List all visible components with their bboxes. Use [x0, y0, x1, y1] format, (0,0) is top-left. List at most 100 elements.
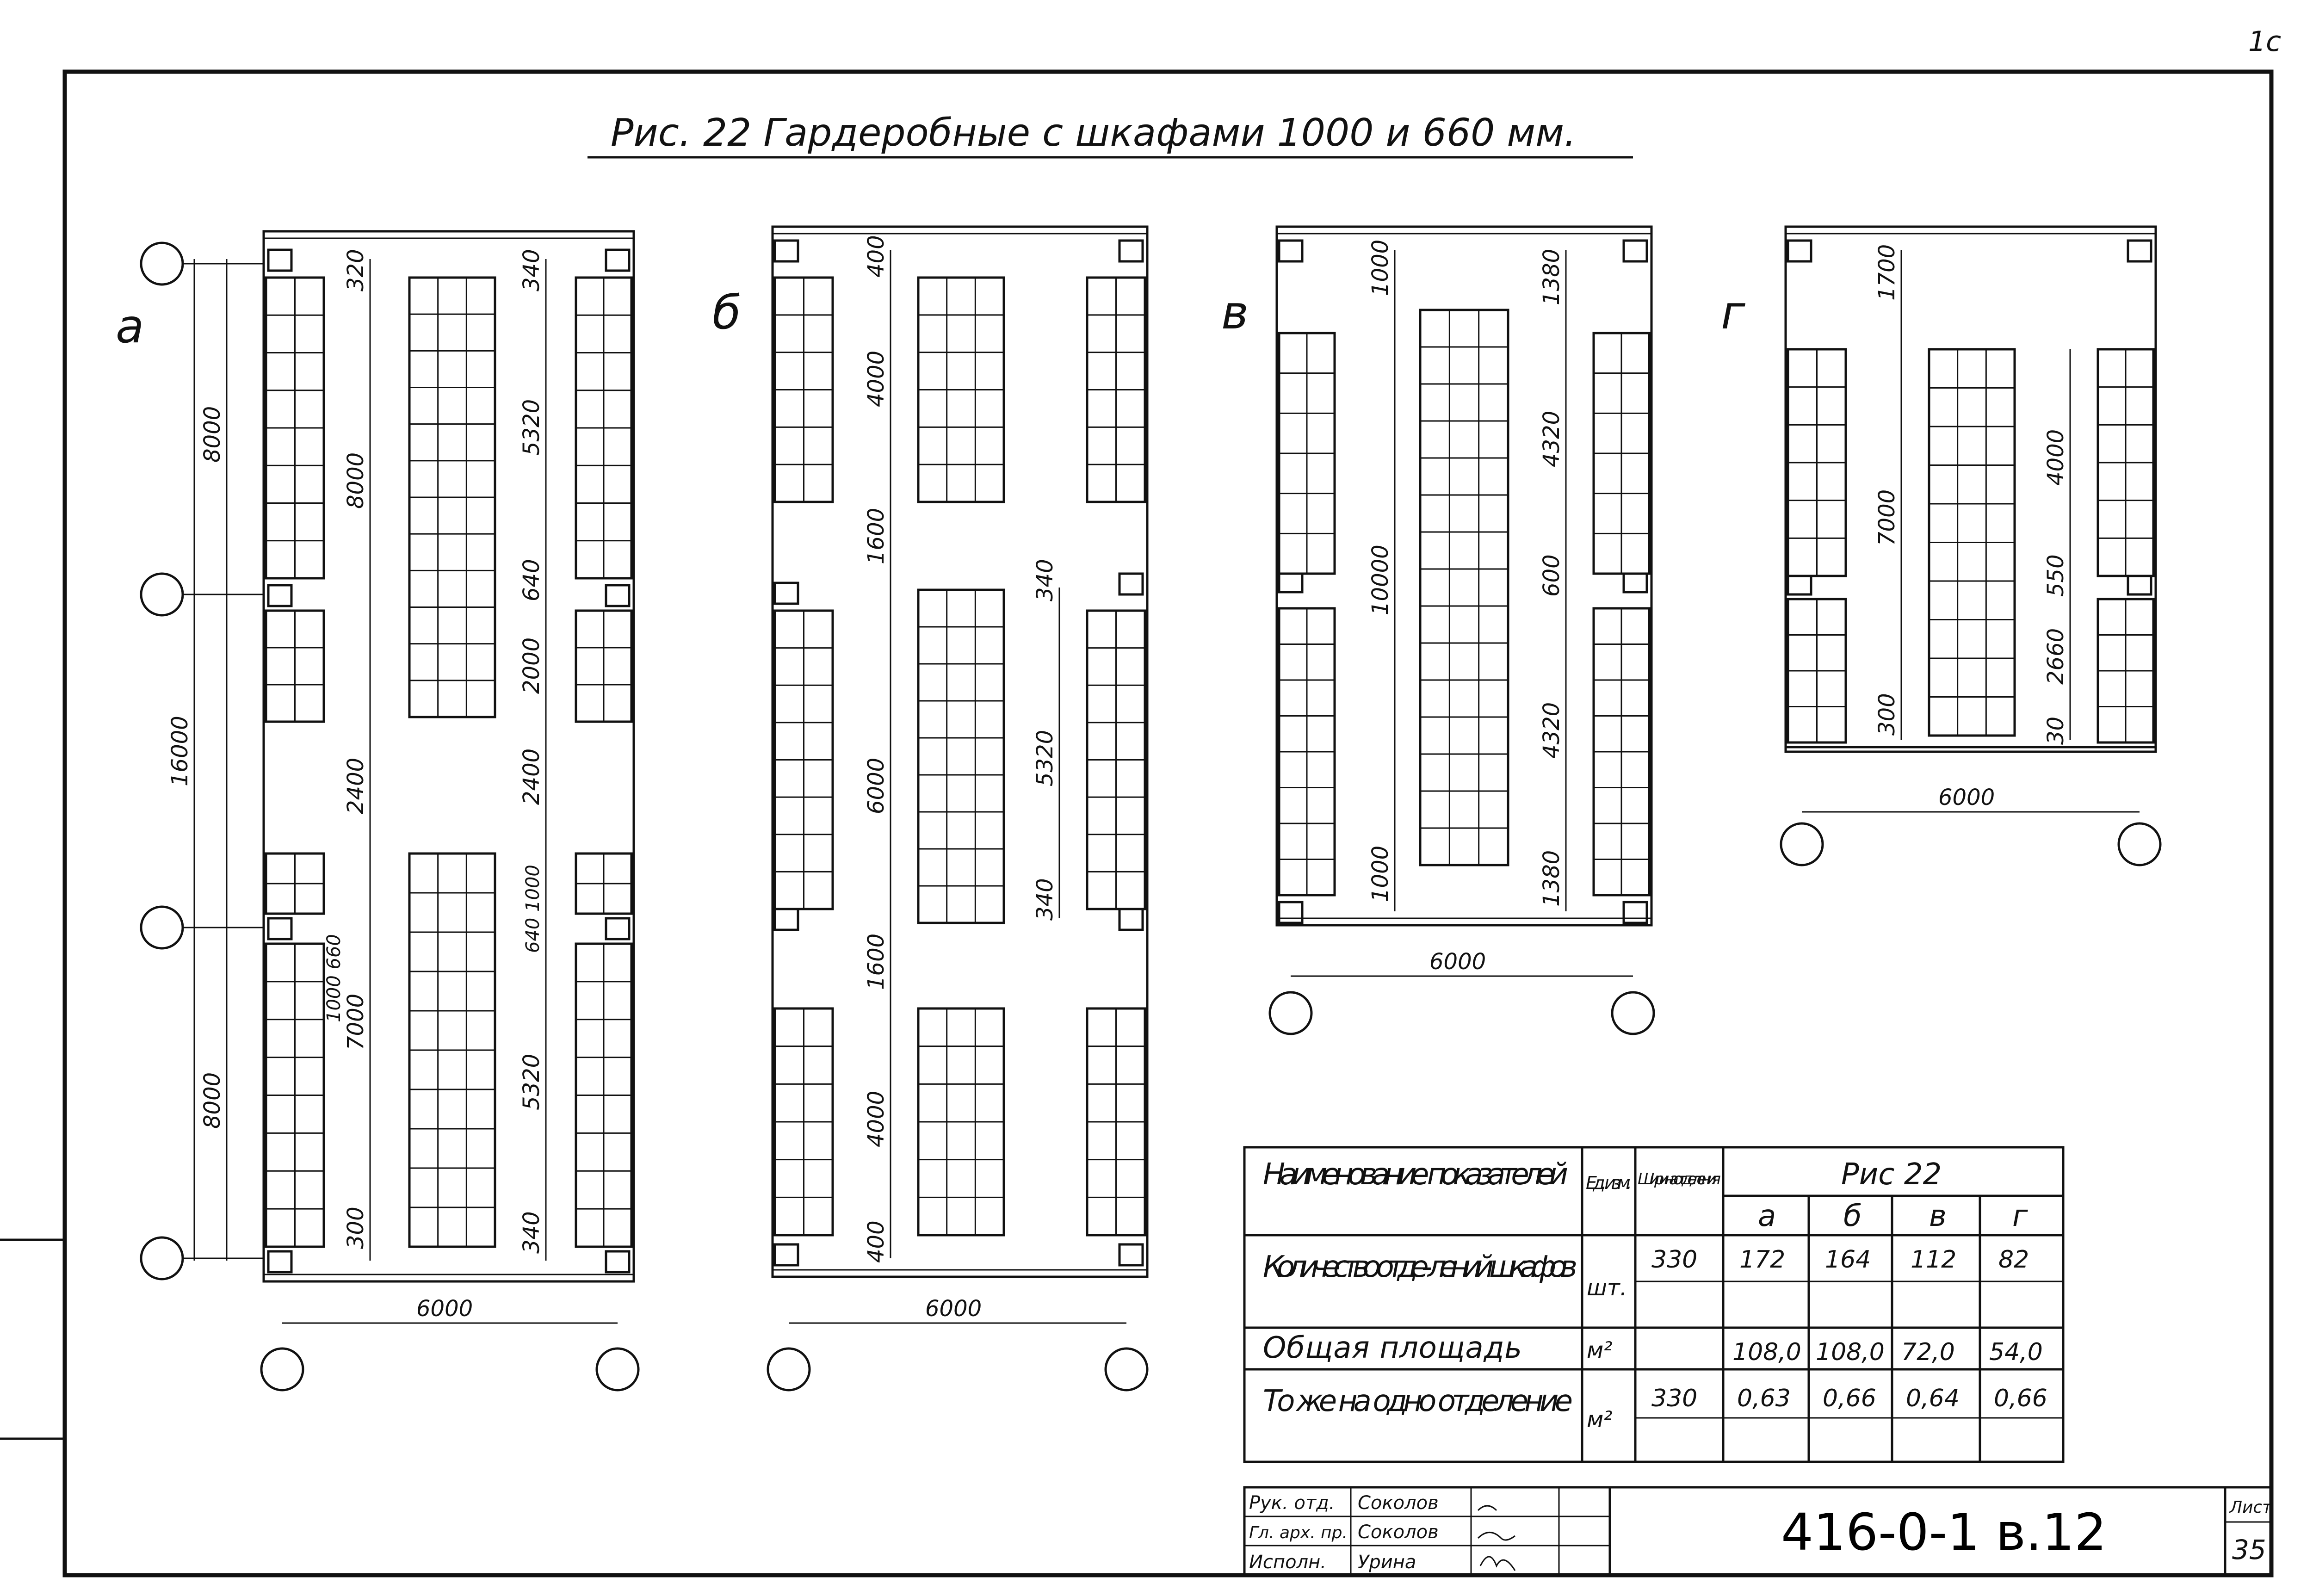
table-border — [1243, 1146, 2065, 1463]
dimension-label: 6000 — [863, 758, 889, 814]
variant-a-plan: а — [116, 230, 640, 1392]
dimension-label: 8000 — [199, 406, 225, 463]
axis-bubble — [140, 1236, 184, 1281]
dimension-label: 7000 — [343, 994, 369, 1050]
dimension-label: 6000 — [1938, 785, 1995, 810]
dimension-label: 4320 — [1539, 702, 1565, 759]
row-width: 330 — [1651, 1246, 1697, 1274]
row-name: То же на одно отделение — [1263, 1384, 1573, 1418]
column — [1787, 239, 1812, 263]
axis-bubble — [140, 241, 184, 286]
dimension-label: 640 1000 — [522, 865, 544, 953]
dimension-label: 1000 — [1367, 846, 1393, 902]
header-col-g: г — [2012, 1199, 2028, 1233]
indicators-table: Наименование показателей Ед. изм. Ширина… — [1243, 1146, 2065, 1463]
dimension-label: 2400 — [343, 758, 369, 814]
room-outline — [1275, 225, 1653, 927]
column — [267, 584, 293, 607]
room-outline — [771, 225, 1149, 1278]
column — [1278, 901, 1304, 924]
variant-a-letter: а — [116, 299, 144, 353]
dimension-label: 5320 — [519, 399, 544, 456]
dimension-label: 10000 — [1367, 544, 1393, 615]
column — [1622, 239, 1648, 263]
dimension-label: 4320 — [1539, 411, 1565, 467]
dimension-label: 400 — [863, 235, 889, 278]
axis-bubble — [595, 1347, 640, 1392]
dimension-label: 1600 — [863, 508, 889, 564]
cabinet-block — [1419, 309, 1509, 866]
axis-bubble — [1611, 991, 1655, 1035]
axis-bubble — [767, 1347, 811, 1392]
dimension-label: 340 — [519, 249, 544, 291]
row-value: 82 — [1998, 1246, 2029, 1274]
dimension-label: 1000 — [1367, 240, 1393, 296]
variant-b-plan: б 400 4000 1600 1600 4000 400 — [712, 225, 1149, 1392]
column — [2127, 239, 2152, 263]
stamp-name: Соколов — [1358, 1492, 1439, 1514]
dimension-label: 320 — [343, 249, 369, 291]
dimension-label: 600 — [1539, 554, 1565, 597]
dimension-label: 8000 — [343, 452, 369, 509]
column — [1118, 572, 1144, 596]
dimension-label: 7000 — [1874, 489, 1900, 546]
dimension-label: 5320 — [519, 1054, 544, 1110]
dimension-label: 300 — [1874, 693, 1900, 736]
row-value: 108,0 — [1732, 1338, 1801, 1366]
row-value: 0,63 — [1737, 1385, 1791, 1412]
header-name: Наименование показателей — [1263, 1157, 1568, 1192]
axis-bubble — [1780, 822, 1824, 866]
header-col-a: а — [1758, 1199, 1776, 1233]
row-value: 54,0 — [1989, 1338, 2043, 1366]
row-value: 0,66 — [1823, 1385, 1876, 1412]
dimension-label: 2660 — [2043, 628, 2069, 685]
row-width: 330 — [1651, 1385, 1697, 1412]
header-unit: Ед. изм. — [1586, 1173, 1632, 1193]
row-name: Количество отде- лений шкафов — [1263, 1250, 1577, 1284]
dimension-label: 1600 — [863, 934, 889, 990]
page-corner-mark: 1c — [2248, 25, 2281, 58]
row-unit: шт. — [1587, 1275, 1627, 1301]
variant-v-letter: в — [1221, 285, 1249, 340]
column — [605, 248, 631, 272]
row-value: 0,66 — [1994, 1385, 2047, 1412]
header-group: Рис 22 — [1841, 1157, 1942, 1192]
row-value: 164 — [1825, 1246, 1871, 1274]
room-outline — [1784, 225, 2157, 753]
stamp-role: Гл. арх. пр. — [1249, 1523, 1348, 1542]
variant-g-letter: г — [1721, 285, 1745, 340]
sheet-frame — [62, 69, 2274, 1577]
variant-v-plan: в 1000 10000 1000 1380 4320 600 4320 138… — [1221, 225, 1655, 1035]
row-name: Общая площадь — [1263, 1331, 1522, 1365]
dimension-label: 16000 — [167, 716, 193, 786]
row-unit: м² — [1587, 1337, 1612, 1363]
dimension-label: 4000 — [2043, 429, 2069, 486]
column — [773, 1243, 799, 1267]
column — [1278, 239, 1304, 263]
variant-b-letter: б — [712, 285, 741, 340]
dimension-label: 6000 — [416, 1296, 473, 1322]
dimension-label: 2000 — [519, 637, 544, 694]
row-value: 108,0 — [1816, 1338, 1885, 1366]
column — [773, 581, 799, 605]
header-col-b: б — [1843, 1199, 1862, 1233]
dimension-label: 1380 — [1539, 249, 1565, 305]
dimension-label: 400 — [863, 1220, 889, 1263]
variant-g-plan: г 1700 7000 300 4000 550 2660 30 6000 — [1721, 225, 2162, 866]
room-outline — [262, 230, 635, 1283]
column — [1118, 1243, 1144, 1267]
column — [605, 917, 631, 940]
row-value: 72,0 — [1901, 1338, 1955, 1366]
header-col-v: в — [1929, 1199, 1947, 1233]
stamp-border — [1243, 1486, 2273, 1577]
title-block: Рук. отд. Соколов Гл. арх. пр. Соколов И… — [1243, 1486, 2273, 1577]
axis-bubble — [260, 1347, 304, 1392]
column — [1118, 908, 1144, 931]
dimension-label: 550 — [2043, 554, 2069, 597]
dimension-label: 8000 — [199, 1072, 225, 1129]
dimension-label: 6000 — [925, 1296, 982, 1322]
row-value: 0,64 — [1906, 1385, 1960, 1412]
axis-bubble — [2117, 822, 2162, 866]
column — [1118, 239, 1144, 263]
